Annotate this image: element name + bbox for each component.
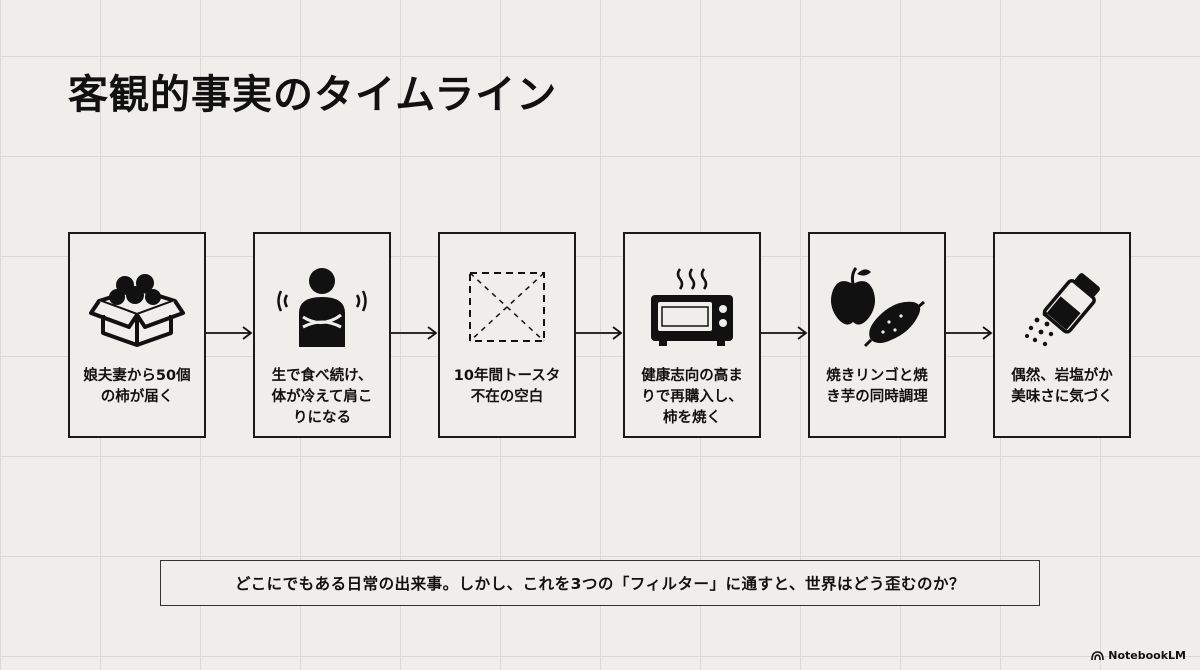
salt-shaker-icon	[995, 252, 1129, 362]
apple-and-sweet-potato-icon	[810, 252, 944, 362]
toaster-oven-icon	[625, 252, 759, 362]
step-label: 健康志向の高ま りで再購入し、 柿を焼く	[641, 368, 743, 426]
arrow-right-icon	[576, 326, 623, 340]
timeline-step-3: 10年間トースタ 不在の空白	[438, 232, 576, 438]
brand-logo: NotebookLM	[1091, 649, 1186, 662]
caption-box: どこにでもある日常の出来事。しかし、これを3つの「フィルター」に通すと、世界はど…	[160, 560, 1040, 606]
caption-text: どこにでもある日常の出来事。しかし、これを3つの「フィルター」に通すと、世界はど…	[235, 575, 965, 593]
notebooklm-logo-icon	[1091, 650, 1105, 660]
arrow-right-icon	[946, 326, 993, 340]
arrow-right-icon	[391, 326, 438, 340]
timeline-step-1: 娘夫妻から50個 の柿が届く	[68, 232, 206, 438]
brand-name: NotebookLM	[1108, 649, 1186, 662]
empty-dashed-box-icon	[440, 252, 574, 362]
step-label: 偶然、岩塩がか 美味さに気づく	[1011, 368, 1113, 405]
page-title: 客観的事実のタイムライン	[68, 72, 558, 118]
step-label: 娘夫妻から50個 の柿が届く	[83, 368, 191, 405]
arrow-right-icon	[761, 326, 808, 340]
timeline-step-5: 焼きリンゴと焼 き芋の同時調理	[808, 232, 946, 438]
timeline-step-6: 偶然、岩塩がか 美味さに気づく	[993, 232, 1131, 438]
arrow-right-icon	[206, 326, 253, 340]
timeline-step-4: 健康志向の高ま りで再購入し、 柿を焼く	[623, 232, 761, 438]
timeline-step-2: 生で食べ続け、 体が冷えて肩こ りになる	[253, 232, 391, 438]
box-of-persimmons-icon	[70, 252, 204, 362]
step-label: 生で食べ続け、 体が冷えて肩こ りになる	[271, 368, 373, 426]
shivering-person-icon	[255, 252, 389, 362]
step-label: 焼きリンゴと焼 き芋の同時調理	[826, 368, 928, 405]
step-label: 10年間トースタ 不在の空白	[453, 368, 561, 405]
